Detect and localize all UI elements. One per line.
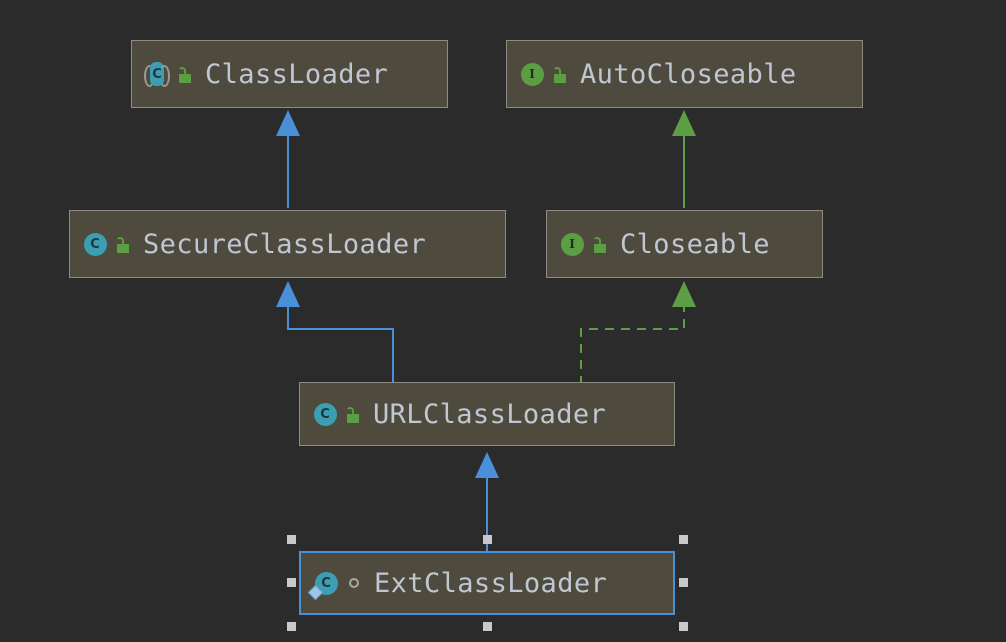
edge-url-to-closeable	[580, 281, 696, 385]
selection-handle-bottom-center[interactable]	[483, 622, 492, 631]
selection-handle-middle-right[interactable]	[679, 578, 688, 587]
node-label: URLClassLoader	[373, 398, 607, 430]
selection-handle-middle-left[interactable]	[287, 578, 296, 587]
public-unlock-icon	[344, 403, 364, 425]
selection-handle-top-center[interactable]	[483, 535, 492, 544]
edge-secure-to-classloader	[276, 110, 300, 208]
package-private-circle-icon	[345, 572, 365, 594]
node-label: SecureClassLoader	[143, 228, 427, 260]
edge-url-to-secure	[276, 281, 394, 385]
selection-handle-top-left[interactable]	[287, 535, 296, 544]
node-autocloseable[interactable]: I AutoCloseable	[506, 40, 863, 108]
node-closeable[interactable]: I Closeable	[546, 210, 823, 278]
abstract-class-icon: C	[144, 61, 170, 87]
node-label: ClassLoader	[205, 58, 389, 90]
public-unlock-icon	[591, 233, 611, 255]
interface-icon: I	[559, 231, 585, 257]
static-inner-class-icon: C	[307, 570, 339, 601]
selection-handle-top-right[interactable]	[679, 535, 688, 544]
node-extclassloader[interactable]: C ExtClassLoader	[299, 551, 675, 615]
node-classloader[interactable]: C ClassLoader	[131, 40, 448, 108]
public-unlock-icon	[114, 233, 134, 255]
public-unlock-icon	[551, 63, 571, 85]
edge-closeable-to-autocloseable	[672, 110, 696, 208]
node-label: AutoCloseable	[580, 58, 797, 90]
node-urlclassloader[interactable]: C URLClassLoader	[299, 382, 675, 446]
selection-handle-bottom-left[interactable]	[287, 622, 296, 631]
interface-icon: I	[519, 61, 545, 87]
selection-handle-bottom-right[interactable]	[679, 622, 688, 631]
node-label: ExtClassLoader	[374, 567, 608, 599]
class-icon: C	[82, 231, 108, 257]
public-unlock-icon	[176, 63, 196, 85]
node-label: Closeable	[620, 228, 770, 260]
node-secureclassloader[interactable]: C SecureClassLoader	[69, 210, 506, 278]
class-icon: C	[312, 401, 338, 427]
